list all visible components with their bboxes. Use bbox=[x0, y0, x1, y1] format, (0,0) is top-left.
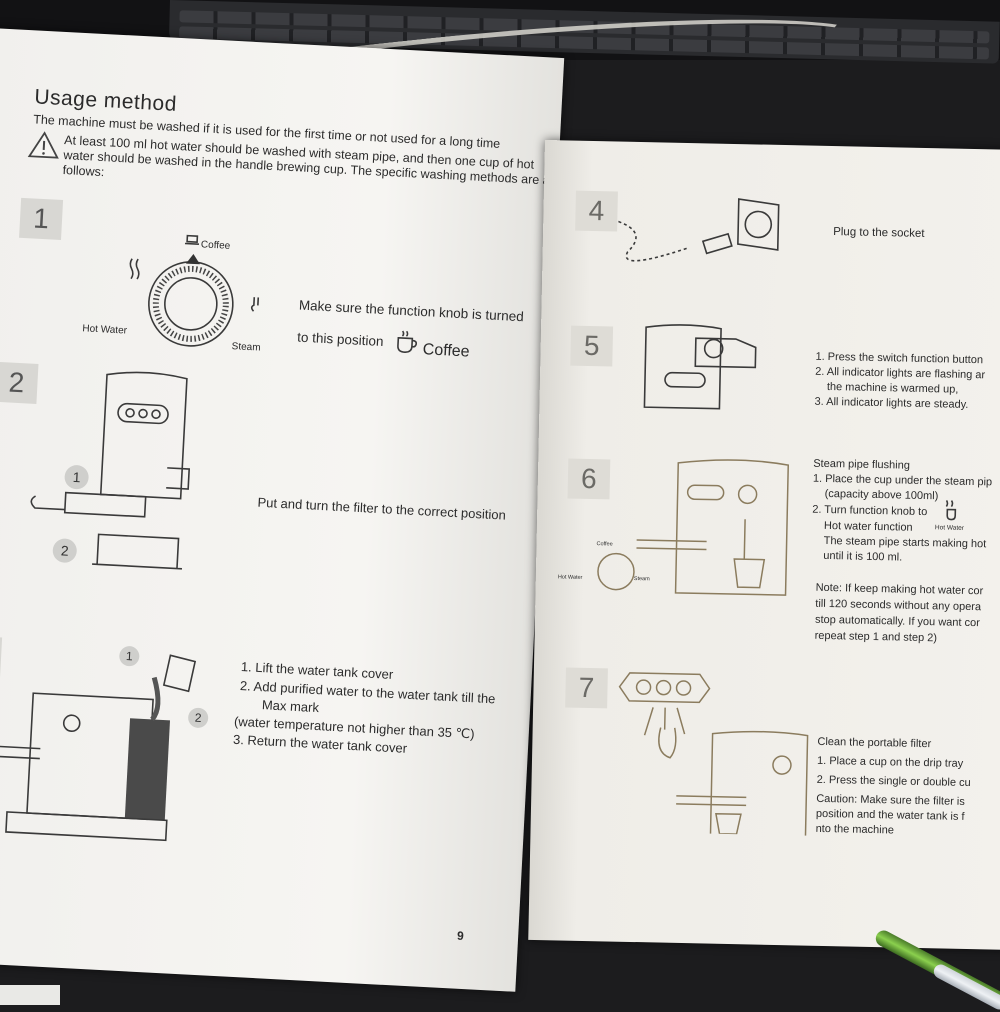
step1-text-line2: to this position bbox=[297, 330, 384, 349]
step4-text: Plug to the socket bbox=[833, 226, 925, 240]
step6-line: (capacity above 100ml) bbox=[825, 488, 939, 502]
step1-text-line1: Make sure the function knob is turned bbox=[299, 298, 525, 325]
step-number-1: 1 bbox=[19, 198, 63, 240]
knob-label-coffee: Coffee bbox=[201, 239, 231, 252]
knob-label-hot-water: Hot Water bbox=[82, 323, 127, 336]
manual-right-page: 4 Plug to the socket 5 1. Press the swit… bbox=[528, 140, 1000, 950]
step6-note-line: till 120 seconds without any opera bbox=[815, 598, 981, 613]
knob-label-steam: Steam bbox=[231, 341, 260, 353]
water-tank-illustration bbox=[0, 640, 226, 853]
power-button-illustration bbox=[634, 317, 766, 415]
step6-line: Steam pipe flushing bbox=[813, 458, 910, 472]
plug-socket-illustration bbox=[617, 192, 789, 286]
step5-line: 3. All indicator lights are steady. bbox=[814, 396, 968, 411]
step6-note-line: stop automatically. If you want cor bbox=[815, 614, 980, 629]
step7-line: Caution: Make sure the filter is bbox=[816, 793, 965, 808]
step7-line: 2. Press the single or double cu bbox=[817, 774, 971, 789]
step-number-4: 4 bbox=[575, 191, 618, 232]
step1-coffee-label: Coffee bbox=[422, 341, 470, 361]
page-number: 9 bbox=[457, 929, 464, 943]
portable-filter-illustration bbox=[611, 667, 824, 836]
step5-line: 2. All indicator lights are flashing ar bbox=[815, 366, 985, 382]
step-number-5: 5 bbox=[570, 326, 613, 367]
step6-line: The steam pipe starts making hot bbox=[824, 535, 987, 550]
step7-line: nto the machine bbox=[816, 823, 895, 837]
coffee-cup-icon bbox=[391, 327, 420, 356]
knob-label-coffee: Coffee bbox=[596, 541, 612, 547]
hot-water-icon-caption: Hot Water bbox=[935, 524, 964, 532]
step3-line: Max mark bbox=[262, 697, 320, 715]
paper-corner bbox=[0, 985, 60, 1005]
step6-note-line: Note: If keep making hot water cor bbox=[816, 582, 984, 598]
hot-water-icon bbox=[942, 498, 960, 520]
manual-left-page: Usage method The machine must be washed … bbox=[0, 28, 564, 992]
step5-line: 1. Press the switch function button bbox=[815, 351, 983, 367]
step6-line: until it is 100 ml. bbox=[823, 550, 902, 564]
steam-pipe-illustration bbox=[565, 441, 809, 616]
page-title: Usage method bbox=[34, 85, 178, 116]
step7-line: Clean the portable filter bbox=[817, 736, 931, 750]
step-number-7: 7 bbox=[565, 668, 608, 709]
step2-text: Put and turn the filter to the correct p… bbox=[257, 495, 506, 523]
warning-icon bbox=[27, 130, 60, 160]
knob-label-steam: Steam bbox=[634, 576, 650, 582]
step6-line: Hot water function bbox=[824, 520, 913, 534]
warning-line: follows: bbox=[62, 163, 104, 179]
step6-line: 1. Place the cup under the steam pip bbox=[813, 473, 992, 489]
step7-line: position and the water tank is f bbox=[816, 808, 965, 823]
step5-line: the machine is warmed up, bbox=[827, 381, 959, 396]
step7-line: 1. Place a cup on the drip tray bbox=[817, 755, 963, 770]
step6-note-line: repeat step 1 and step 2) bbox=[815, 630, 938, 645]
step6-line: 2. Turn function knob to bbox=[812, 504, 927, 518]
knob-label-hot-water: Hot Water bbox=[558, 574, 583, 581]
